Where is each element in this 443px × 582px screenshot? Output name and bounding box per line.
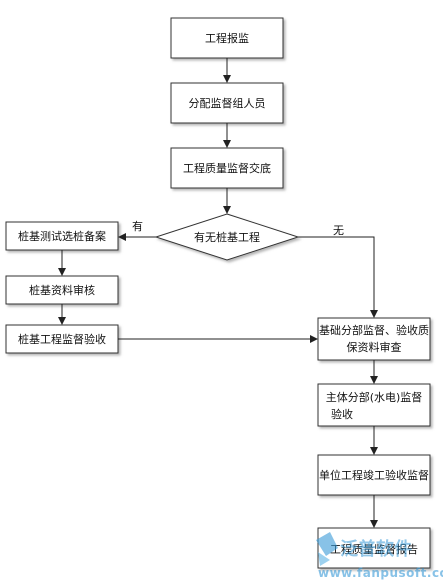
- edge-decision-no: [298, 236, 378, 318]
- node-completion-label: 单位工程竣工验收监督: [319, 468, 429, 482]
- node-main: 主体分部(水电)监督 验收: [317, 383, 431, 427]
- node-pile-review-label: 桩基资料审核: [29, 283, 95, 297]
- node-report-label: 工程报监: [205, 31, 249, 45]
- watermark-url: www.fanpusoft.com: [318, 566, 443, 580]
- node-completion: 单位工程竣工验收监督: [317, 454, 431, 496]
- node-foundation-label-2: 保资料审查: [347, 340, 402, 354]
- node-report: 工程报监: [170, 17, 284, 59]
- brand-mark-icon: [316, 532, 338, 566]
- watermark-logo: 泛普软件 www.fanpusoft.com: [316, 532, 443, 580]
- node-main-label-2: 验收: [331, 407, 353, 421]
- node-foundation: 基础分部监督、验收质 保资料审查: [317, 317, 431, 361]
- node-decision: 有无桩基工程: [154, 213, 300, 261]
- node-briefing-label: 工程质量监督交底: [183, 161, 271, 175]
- edge-label-yes: 有: [132, 219, 143, 233]
- node-pile-record: 桩基测试选桩备案: [5, 221, 119, 251]
- node-pile-record-label: 桩基测试选桩备案: [18, 229, 106, 243]
- node-pile-review: 桩基资料审核: [5, 275, 119, 305]
- node-assign: 分配监督组人员: [170, 82, 284, 124]
- watermark-brand: 泛普软件: [340, 538, 412, 560]
- node-decision-label: 有无桩基工程: [194, 230, 260, 244]
- node-briefing: 工程质量监督交底: [170, 147, 284, 189]
- node-foundation-label-1: 基础分部监督、验收质: [319, 323, 429, 337]
- node-report-final-label: 工程质量监督报告: [330, 542, 418, 556]
- node-main-label-1: 主体分部(水电)监督: [326, 390, 423, 404]
- node-pile-accept: 桩基工程监督验收: [5, 324, 119, 354]
- node-pile-accept-label: 桩基工程监督验收: [18, 332, 106, 346]
- node-assign-label: 分配监督组人员: [189, 96, 266, 110]
- edge-label-no: 无: [333, 224, 344, 237]
